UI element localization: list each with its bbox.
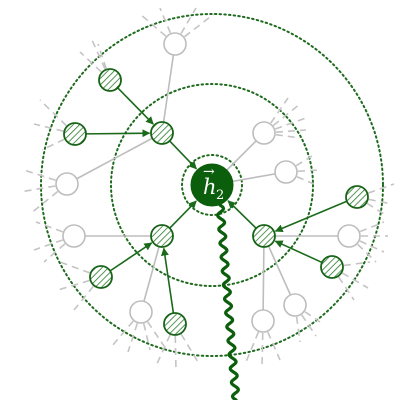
message-edge <box>274 240 323 264</box>
peripheral-edge <box>23 169 68 185</box>
peripheral-edge <box>39 99 76 135</box>
center-node: → h 2 <box>190 163 234 207</box>
active-node <box>98 68 122 92</box>
message-edge <box>85 129 151 138</box>
active-node <box>345 185 369 209</box>
peripheral-edge <box>174 323 199 363</box>
center-node-circle <box>190 163 234 207</box>
message-edge <box>227 200 257 229</box>
inactive-edge <box>263 235 296 306</box>
active-node <box>150 121 174 145</box>
peripheral-edge <box>174 323 177 371</box>
center-node-subscript: 2 <box>216 188 224 203</box>
inactive-node <box>251 309 275 333</box>
signal-path <box>216 203 240 400</box>
active-node <box>163 312 187 336</box>
peripheral-edge <box>245 320 264 363</box>
inactive-edge <box>66 132 163 185</box>
peripheral-edge <box>19 183 68 193</box>
peripheral-edge <box>155 323 176 367</box>
inactive-node <box>129 300 153 324</box>
peripheral-edge <box>111 311 142 347</box>
inactive-node <box>252 121 276 145</box>
peripheral-edge <box>59 261 102 278</box>
active-node <box>150 224 174 248</box>
active-node <box>89 265 113 289</box>
message-edge <box>274 200 348 233</box>
inactive-node <box>337 224 361 248</box>
center-node-arrow: → <box>203 164 215 180</box>
inactive-node <box>283 293 307 317</box>
inactive-nodes <box>55 32 361 333</box>
center-node-label: h <box>203 175 217 199</box>
inactive-node <box>274 160 298 184</box>
active-nodes <box>63 68 369 336</box>
peripheral-edge <box>91 39 111 81</box>
peripheral-edge <box>263 103 301 134</box>
message-edge <box>109 242 153 272</box>
inactive-node <box>55 172 79 196</box>
peripheral-edge <box>263 117 307 134</box>
active-node <box>63 122 87 146</box>
inactive-node <box>62 224 86 248</box>
inactive-edge <box>140 235 163 313</box>
message-edge <box>160 247 175 314</box>
message-passing-edges <box>85 87 348 314</box>
inactive-node <box>163 32 187 56</box>
message-edge <box>169 200 197 229</box>
peripheral-edge <box>29 183 68 215</box>
ring-outer <box>40 13 384 357</box>
active-node <box>320 255 344 279</box>
message-edge <box>169 140 197 170</box>
ring-inner <box>181 154 243 216</box>
peripheral-edge <box>139 13 176 45</box>
message-edge <box>117 87 154 125</box>
inactive-edge <box>262 235 265 322</box>
active-node <box>252 224 276 248</box>
inactive-edge <box>161 43 176 134</box>
peripheral-edge <box>57 276 102 291</box>
peripheral-edge <box>174 13 215 45</box>
ring-middle <box>110 83 314 287</box>
peripheral-edge <box>261 320 264 367</box>
